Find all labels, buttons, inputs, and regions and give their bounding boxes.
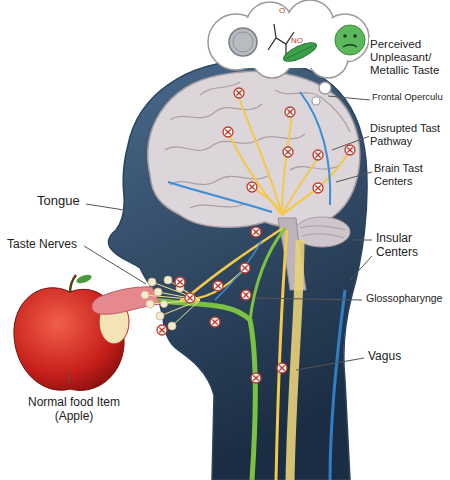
leader-line	[328, 96, 370, 100]
leader-line	[256, 298, 362, 300]
taste-bud	[161, 301, 168, 308]
blocked-marker	[247, 182, 257, 192]
label-text: Brain Tast Centers	[373, 162, 447, 187]
taste-bud	[154, 288, 162, 296]
pathway-branch	[238, 95, 282, 215]
label-text: O	[278, 6, 286, 15]
blocked-marker	[283, 147, 293, 157]
label-text: Glossopharynge	[365, 292, 443, 304]
label-text: Vagus	[367, 350, 402, 364]
pathway-branch	[228, 132, 282, 215]
blocked-marker	[240, 263, 250, 273]
taste-buds	[141, 276, 184, 330]
bubble-fill	[210, 2, 368, 77]
brain	[148, 71, 360, 227]
blocked-marker	[213, 281, 223, 291]
apple-stem	[70, 275, 76, 293]
leader-line	[68, 372, 70, 384]
leader-line	[332, 136, 370, 150]
blocked-marker	[157, 325, 167, 335]
leader-line	[86, 204, 124, 210]
metal-coin	[229, 28, 257, 56]
glossopharyngeal-nerve	[250, 228, 285, 320]
leader-line	[352, 240, 372, 241]
blocked-marker	[210, 317, 220, 327]
head-silhouette	[109, 60, 368, 480]
blue-nerve	[168, 182, 272, 212]
blue-nerve	[300, 92, 330, 205]
blocked-marker	[313, 183, 323, 193]
blocked-marker	[251, 373, 261, 383]
leader-line	[336, 172, 372, 182]
leader-line	[84, 246, 146, 284]
pathway-branch	[282, 188, 318, 215]
face-eye	[343, 34, 347, 38]
leader-lines	[68, 96, 372, 384]
vagus-nerve	[290, 240, 300, 480]
taste-bud	[146, 300, 154, 308]
taste-bud	[148, 278, 156, 286]
blocked-marker	[234, 88, 244, 98]
bubble-dot	[312, 97, 320, 105]
leaf-vein	[285, 45, 315, 59]
cerebellum-folds	[300, 226, 345, 238]
face-mouth	[343, 45, 357, 47]
blocked-marker	[251, 227, 261, 237]
leader-line	[296, 358, 364, 370]
tongue	[92, 287, 160, 314]
blocked-marker	[285, 107, 295, 117]
blocked-marker	[277, 363, 287, 373]
blue-nerve	[330, 290, 345, 480]
label-text: Disrupted Tast Pathway	[369, 122, 447, 147]
blocked-marker	[241, 290, 251, 300]
blocked-marker	[185, 293, 195, 303]
label-text: Frontal Operculu	[371, 92, 444, 103]
metal-coin-rim	[233, 32, 253, 52]
label-text: Normal food Item (Apple)	[22, 396, 126, 424]
taste-bud	[156, 312, 164, 320]
glossopharyngeal-nerve	[155, 300, 256, 480]
face-eye	[353, 34, 357, 38]
taste-nerve	[276, 230, 287, 480]
label-text: Insular Centers	[375, 232, 439, 260]
label-text: Tongue	[36, 194, 81, 209]
bubble-outline	[208, 0, 369, 78]
taste-nerve-fibers	[145, 280, 200, 326]
leader-line	[350, 256, 372, 280]
blocked-marker	[313, 150, 323, 160]
apple-leaf	[75, 273, 92, 285]
blocked-marker	[175, 277, 185, 287]
label-text: NO	[290, 36, 304, 45]
label-text: Perceived Unpleasant/ Metallic Taste	[369, 38, 447, 78]
blocked-marker	[345, 145, 355, 155]
bubble-dot	[319, 82, 331, 94]
brain-taste-pathway	[228, 95, 350, 215]
sick-face	[335, 25, 365, 55]
blocked-marker	[223, 127, 233, 137]
label-text: Taste Nerves	[6, 238, 78, 252]
taste-bud	[168, 322, 176, 330]
thought-bubble	[208, 0, 369, 105]
gyrus	[170, 104, 262, 120]
tongue-nerve	[190, 228, 283, 295]
blocked-markers	[157, 88, 355, 383]
gyrus	[290, 165, 340, 170]
taste-bud	[164, 276, 172, 284]
gyrus	[190, 204, 245, 208]
nerve-fiber	[145, 280, 200, 326]
blue-nerve	[215, 240, 262, 300]
pathway-branch	[282, 150, 350, 215]
taste-bud	[141, 291, 149, 299]
